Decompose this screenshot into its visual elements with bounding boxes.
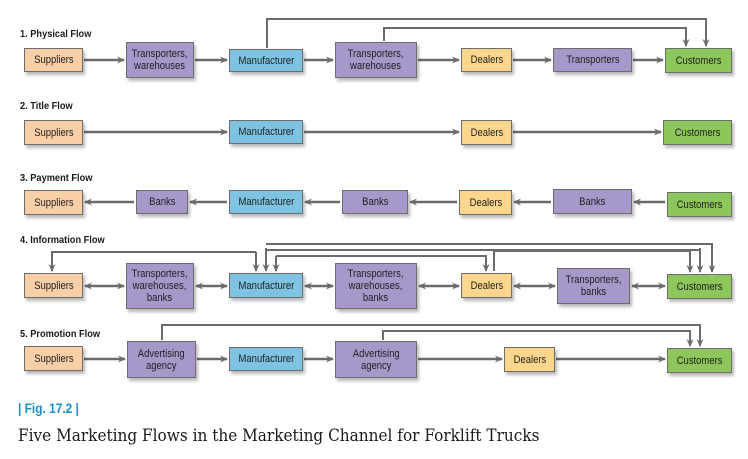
bypass-arrow [161,324,704,347]
node-suppliers: Suppliers [24,190,83,215]
node-manufacturer: Manufacturer [229,273,303,298]
flow-title-physical: 1. Physical Flow [20,28,92,40]
node-banks: Banks [136,190,188,214]
node-manufacturer: Manufacturer [229,347,303,371]
node-customers: Customers [663,120,732,145]
node-manufacturer: Manufacturer [229,49,303,72]
node-label: Suppliers [33,54,74,66]
node-label: Banks [148,196,176,208]
node-transporters-warehouses: Transporters, warehouses [335,42,417,78]
node-label: Transporters, warehouses, banks [132,268,188,304]
node-label: Advertising agency [352,347,400,372]
figure-caption: Five Marketing Flows in the Marketing Ch… [18,426,540,446]
bypass-arrow [382,330,694,347]
node-label: Transporters, warehouses, banks [348,268,404,304]
node-customers: Customers [667,192,732,217]
flow-title-payment: 3. Payment Flow [20,172,93,184]
node-label: Banks [579,195,606,208]
node-label: Dealers [469,196,502,209]
node-label: Dealers [513,353,546,366]
node-manufacturer: Manufacturer [229,120,303,144]
node-label: Transporters [565,54,620,66]
node-suppliers: Suppliers [24,273,83,298]
node-banks: Banks [342,190,408,214]
node-dealers: Dealers [504,347,555,372]
node-dealers: Dealers [461,120,512,145]
node-label: Dealers [470,126,503,139]
node-transporters-warehouses-banks: Transporters, warehouses, banks [335,263,417,309]
node-label: Customers [676,198,723,211]
node-customers: Customers [667,348,732,373]
node-transporters-warehouses-banks: Transporters, warehouses, banks [126,263,194,309]
flow-title-promotion: 5. Promotion Flow [20,328,101,340]
flow-title-title: 2. Title Flow [20,100,73,112]
node-label: Transporters, banks [565,274,622,298]
figure-number: | Fig. 17.2 | [18,400,79,416]
node-label: Manufacturer [238,279,294,292]
node-label: Dealers [470,279,503,292]
node-manufacturer: Manufacturer [229,190,303,214]
node-banks: Banks [553,189,632,214]
node-dealers: Dealers [461,48,512,72]
marketing-flows-diagram: 1. Physical Flow 2. Title Flow 3. Paymen… [20,18,732,378]
node-label: Customers [676,280,723,293]
node-dealers: Dealers [461,273,512,298]
node-label: Advertising agency [138,347,185,372]
connector-layer [48,18,716,363]
node-label: Transporters, warehouses [132,48,188,72]
node-label: Transporters, warehouses [348,48,404,72]
bypass-arrow [266,18,710,48]
bypass-arrow [48,251,256,272]
node-transporters-warehouses: Transporters, warehouses [126,42,194,78]
node-label: Dealers [470,54,503,66]
node-suppliers: Suppliers [24,346,83,371]
node-label: Customers [675,54,722,67]
bypass-line [266,248,701,251]
node-dealers: Dealers [459,190,512,215]
node-label: Suppliers [33,352,74,365]
node-suppliers: Suppliers [24,48,83,72]
bypass-arrow [276,255,490,272]
node-transporters: Transporters [553,48,632,72]
node-label: Manufacturer [238,126,294,138]
node-advertising-agency: Advertising agency [127,341,196,378]
node-label: Banks [361,196,389,208]
node-label: Suppliers [33,126,74,139]
flow-title-information: 4. Information Flow [20,234,105,246]
node-label: Suppliers [33,196,74,209]
bypass-arrow [493,250,694,273]
node-label: Customers [676,354,723,367]
node-label: Manufacturer [238,353,294,365]
node-label: Suppliers [33,279,74,292]
bypass-arrow [266,243,716,273]
node-advertising-agency: Advertising agency [335,341,417,378]
node-customers: Customers [665,48,732,73]
node-transporters-banks: Transporters, banks [557,268,630,304]
bypass-arrow [383,27,690,47]
node-label: Manufacturer [238,54,294,67]
node-customers: Customers [667,274,732,299]
node-suppliers: Suppliers [24,120,83,145]
node-label: Customers [674,126,721,139]
node-label: Manufacturer [238,196,294,208]
